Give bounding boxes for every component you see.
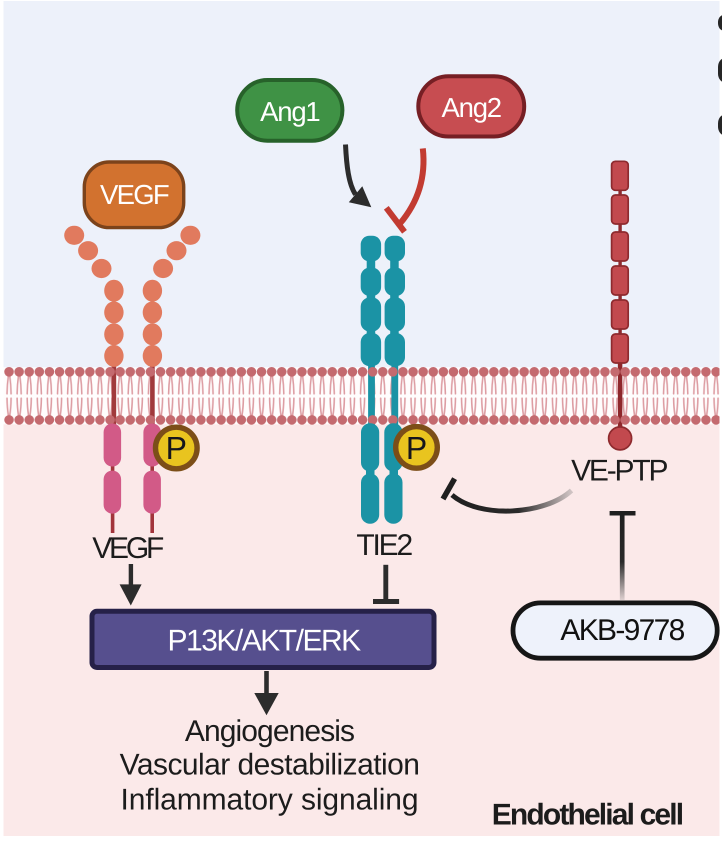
svg-text:Ang2: Ang2 <box>441 92 500 123</box>
svg-text:Endothelial cell: Endothelial cell <box>492 799 683 832</box>
svg-text:P: P <box>406 430 427 466</box>
svg-text:VEGF: VEGF <box>100 179 169 210</box>
svg-text:P13K/AKT/ERK: P13K/AKT/ERK <box>168 625 362 658</box>
svg-text:Inflammatory signaling: Inflammatory signaling <box>121 784 419 817</box>
svg-text:VE-PTP: VE-PTP <box>571 455 667 488</box>
svg-text:AKB-9778: AKB-9778 <box>560 614 684 647</box>
svg-text:TIE2: TIE2 <box>356 529 412 562</box>
svg-text:P: P <box>166 430 187 466</box>
svg-text:Ang1: Ang1 <box>260 96 319 127</box>
svg-text:Angiogenesis: Angiogenesis <box>185 715 354 748</box>
svg-text:VEGF: VEGF <box>92 532 164 565</box>
svg-text:Vascular destabilization: Vascular destabilization <box>120 749 420 782</box>
